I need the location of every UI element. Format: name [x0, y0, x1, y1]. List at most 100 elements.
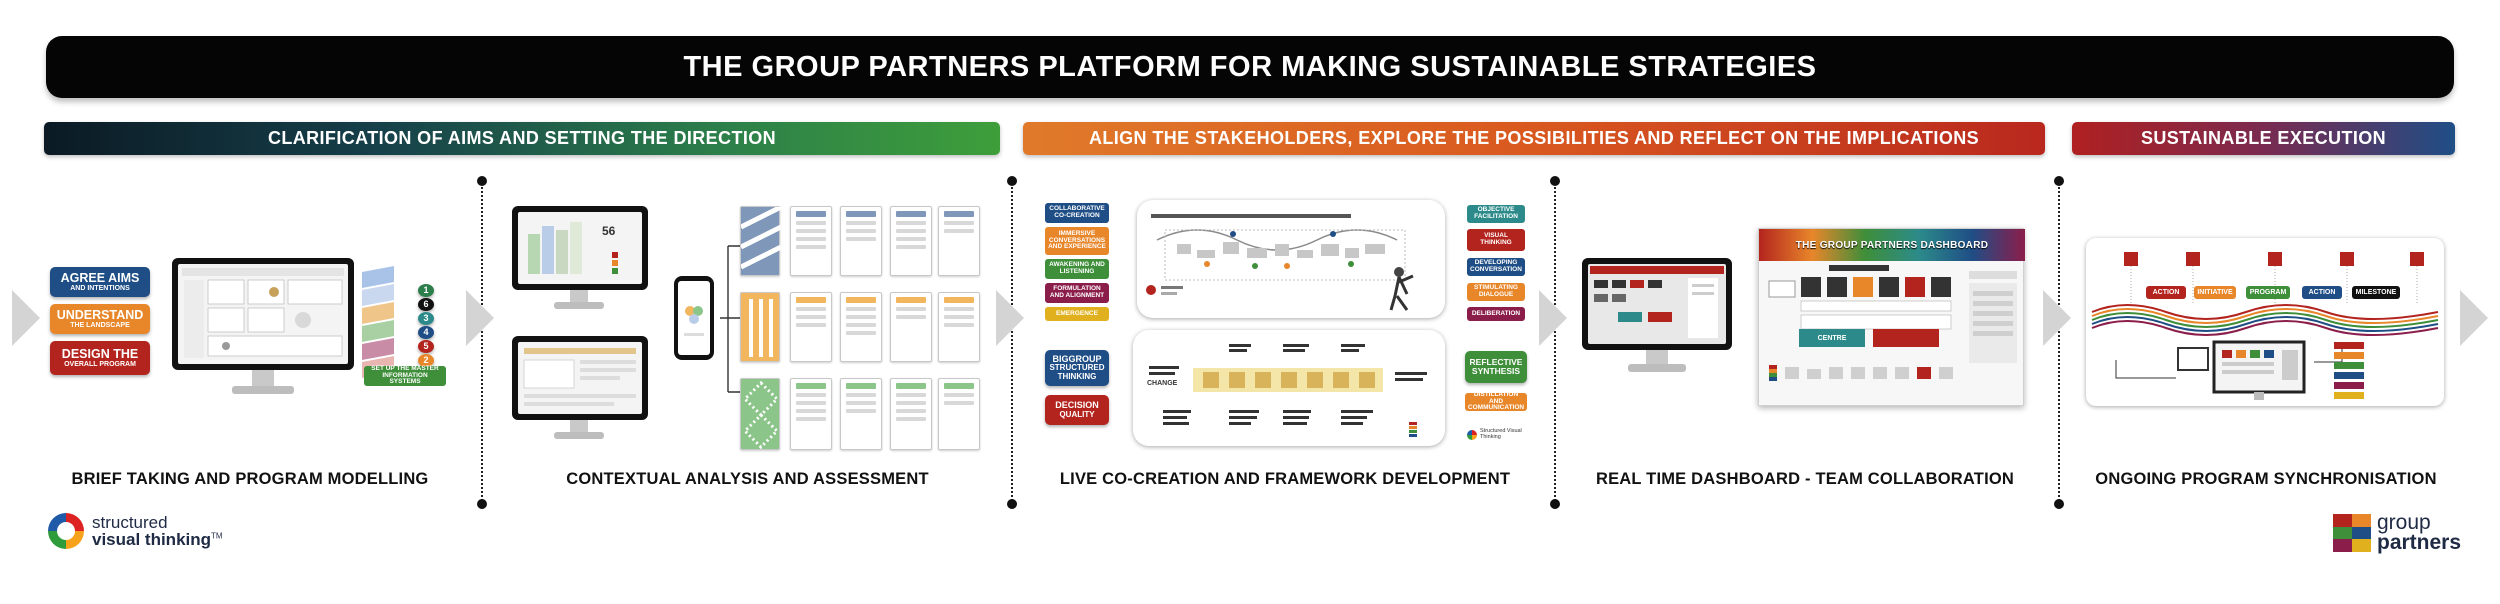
tag-title: DESIGN THE [61, 346, 139, 361]
reflective-synthesis-tag: REFLECTIVE SYNTHESIS [1465, 351, 1527, 383]
whiteboard-sketch [1146, 214, 1414, 311]
structured-visual-thinking-logo: structured visual thinkingTM [48, 513, 223, 549]
developing-conversation-tag: DEVELOPING CONVERSATION [1467, 258, 1525, 276]
stage-label-analysis: CONTEXTUAL ANALYSIS AND ASSESSMENT [566, 470, 929, 488]
step-number: 4 [423, 326, 429, 337]
logo-line: partners [2377, 530, 2462, 554]
connector-bracket [720, 245, 740, 393]
tag-text: AWAKENING AND LISTENING [1049, 261, 1105, 275]
logo-line: structured [92, 513, 168, 532]
formulation-tag: FORMULATION AND ALIGNMENT [1045, 283, 1109, 303]
phase-label: SUSTAINABLE EXECUTION [2140, 128, 2387, 148]
dashboard-monitor [1582, 258, 1732, 376]
step-number: 1 [423, 284, 429, 295]
dashboard-title: THE GROUP PARTNERS DASHBOARD [1795, 239, 1989, 251]
tag-text: VISUAL THINKING [1480, 232, 1512, 246]
kpi-value: 56 [602, 224, 616, 238]
centre-label: CENTRE [1817, 334, 1847, 342]
awakening-tag: AWAKENING AND LISTENING [1045, 259, 1109, 279]
distillation-tag: DISTILLATION AND COMMUNICATION [1465, 390, 1527, 412]
platform-title: THE GROUP PARTNERS PLATFORM FOR MAKING S… [683, 50, 1817, 83]
flow-arrow-icon [466, 290, 494, 346]
group-partners-mark-icon [2333, 513, 2371, 552]
stage-label-dashboard: REAL TIME DASHBOARD - TEAM COLLABORATION [1595, 470, 2015, 488]
svt-mini-logo: Structured Visual Thinking [1467, 428, 1524, 440]
tag-subtitle: OVERALL PROGRAM [64, 360, 136, 368]
chip-text: PROGRAM [2249, 288, 2287, 296]
tag-subtitle: STRUCTURED THINKING [1049, 363, 1105, 381]
master-info-systems-tag: SET UP THE MASTER INFORMATION SYSTEMS [364, 365, 446, 386]
chip-text: INITIATIVE [2197, 288, 2233, 296]
tag-title: UNDERSTAND [56, 307, 144, 322]
tag-subtitle: THE LANDSCAPE [70, 321, 130, 329]
board-word: CHANGE [1147, 380, 1178, 387]
dashboard-mini-graphic [1590, 266, 1724, 338]
tag-title: BIGGROUP [1052, 353, 1102, 364]
dashboard-panel: THE GROUP PARTNERS DASHBOARD CENTRE [1758, 228, 2025, 406]
program-model-screen [178, 264, 348, 364]
chip-text: MILESTONE [2355, 288, 2397, 296]
tag-text: DISTILLATION AND COMMUNICATION [1467, 390, 1525, 412]
program-chip: PROGRAM [2246, 286, 2290, 299]
phase-header-execution: SUSTAINABLE EXECUTION [2072, 122, 2455, 155]
program-model-monitor [172, 258, 354, 398]
understand-landscape-tag: UNDERSTAND THE LANDSCAPE [50, 304, 150, 334]
tag-text: FORMULATION AND ALIGNMENT [1049, 285, 1105, 299]
phone-device [674, 276, 714, 360]
bar-graphic [528, 222, 618, 274]
sync-legend [2334, 342, 2364, 399]
program-model-sketch [182, 268, 344, 358]
stage-label-co-creation: LIVE CO-CREATION AND FRAMEWORK DEVELOPME… [1059, 470, 1511, 488]
milestone-chip: MILESTONE [2352, 286, 2400, 299]
tag-title: DECISION [1055, 400, 1099, 411]
sync-timeline-graphic [2091, 252, 2439, 400]
sync-board [2086, 238, 2444, 406]
flow-arrow-icon [2460, 290, 2488, 346]
logo-line: group [2377, 511, 2431, 534]
svt-ring-icon [48, 513, 84, 549]
svt-ring-icon [1467, 429, 1477, 440]
step-number: 5 [423, 340, 429, 351]
monitor-screen [172, 258, 354, 370]
tag-subtitle: QUALITY [1059, 409, 1095, 419]
agree-aims-tag: AGREE AIMS AND INTENTIONS [50, 267, 150, 297]
tag-text: COLLABORATIVE CO-CREATION [1049, 205, 1105, 219]
tag-text: OBJECTIVE FACILITATION [1474, 206, 1518, 220]
decision-quality-tag: DECISION QUALITY [1045, 395, 1109, 425]
chip-text: ACTION [2152, 288, 2180, 296]
design-program-tag: DESIGN THE OVERALL PROGRAM [50, 341, 150, 375]
phase-header-clarification: CLARIFICATION OF AIMS AND SETTING THE DI… [44, 122, 1000, 155]
collaborative-tag: COLLABORATIVE CO-CREATION [1045, 203, 1109, 223]
dashboard-centre-box: CENTRE [1799, 329, 1865, 347]
action-chip: ACTION [2302, 286, 2342, 299]
stage-number-stack: 1 6 3 4 5 2 [418, 284, 438, 367]
emergence-tag: EMERGENCE [1045, 307, 1109, 321]
tag-title: AGREE AIMS [60, 270, 140, 285]
analysis-monitor-bottom [512, 336, 648, 444]
phase-label: ALIGN THE STAKEHOLDERS, EXPLORE THE POSS… [1088, 128, 1980, 148]
stage-label-brief: BRIEF TAKING AND PROGRAM MODELLING [71, 470, 429, 488]
flow-arrow-icon [996, 290, 1024, 346]
phase-label: CLARIFICATION OF AIMS AND SETTING THE DI… [267, 128, 777, 148]
biggroup-tag: BIGGROUP STRUCTURED THINKING [1045, 350, 1109, 386]
flow-arrow-icon [12, 290, 40, 346]
visual-thinking-tag: VISUAL THINKING [1467, 229, 1525, 251]
flow-arrow-icon [1539, 290, 1567, 346]
group-partners-logo: group partners [2333, 511, 2462, 554]
framework-sketch [1149, 344, 1427, 437]
platform-title-banner: THE GROUP PARTNERS PLATFORM FOR MAKING S… [46, 36, 2454, 98]
tag-text: IMMERSIVE CONVERSATIONS AND EXPERIENCE [1048, 229, 1106, 251]
tag-text: DELIBERATION [1471, 309, 1521, 317]
stimulating-dialogue-tag: STIMULATING DIALOGUE [1467, 283, 1525, 301]
step-number: 6 [423, 298, 429, 309]
layer-stack-icon [362, 266, 394, 378]
tag-text: STIMULATING DIALOGUE [1474, 284, 1518, 298]
co-creation-whiteboard [1137, 200, 1445, 318]
tag-text: REFLECTIVE SYNTHESIS [1469, 357, 1523, 376]
stage-label-synchronisation: ONGOING PROGRAM SYNCHRONISATION [2095, 470, 2437, 488]
dashboard-body-graphic [1768, 265, 2017, 381]
step-number: 3 [423, 312, 429, 323]
dashboard-red-box [1873, 329, 1939, 347]
analysis-monitor-top: 56 [512, 206, 648, 314]
flow-arrow-icon [2043, 290, 2071, 346]
